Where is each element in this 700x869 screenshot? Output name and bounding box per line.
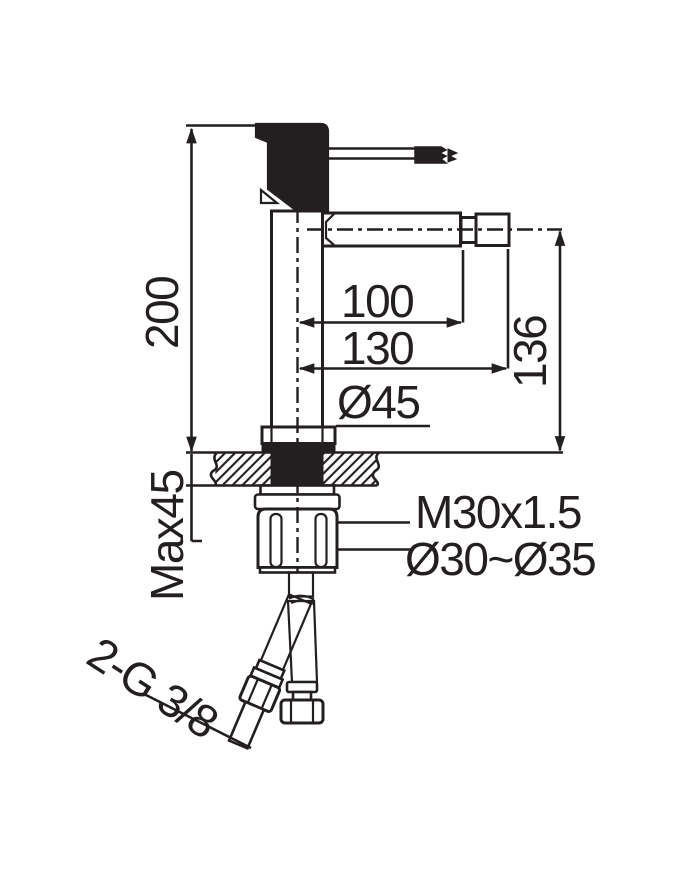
label-100: 100 — [341, 275, 413, 327]
handle-tip-wedge — [259, 187, 281, 205]
flex-hoses — [227, 571, 325, 751]
label-136: 136 — [504, 316, 556, 388]
nut-slot-right — [314, 512, 328, 569]
lever-grip — [414, 146, 449, 164]
dim-line-max45 — [190, 454, 202, 543]
hose-left-nut-flats — [246, 678, 273, 710]
hose-left — [227, 592, 313, 751]
hose-right-nut — [279, 698, 325, 725]
dimensions — [145, 124, 566, 750]
hose-right-nut-flats — [289, 700, 315, 723]
lever-rod — [328, 147, 416, 160]
handle-cap — [254, 122, 330, 213]
hose-stub — [287, 571, 315, 598]
base-flange-inner-lines — [270, 427, 324, 444]
label-130: 130 — [341, 322, 413, 374]
label-height-200: 200 — [136, 277, 188, 349]
spout-joint-chamfer — [324, 213, 335, 246]
leader-g38 — [145, 693, 252, 750]
label-dia45: Ø45 — [337, 376, 419, 428]
label-m30x15: M30x1.5 — [415, 486, 581, 538]
counter-torn-edge-right — [371, 451, 381, 487]
hose-right-braid — [286, 599, 319, 684]
countertop — [186, 451, 563, 487]
hose-left-braid — [259, 592, 313, 672]
nut-slot-left — [269, 512, 283, 569]
counter-torn-edge-left — [209, 451, 219, 487]
hose-left-pipe — [227, 700, 266, 751]
label-max45: Max45 — [141, 470, 193, 601]
label-2g38: 2-G 3/8 — [79, 627, 227, 748]
label-dia30-35: Ø30~Ø35 — [405, 533, 595, 585]
hose-right-collar — [285, 680, 319, 694]
lever-break-mark — [447, 148, 459, 163]
